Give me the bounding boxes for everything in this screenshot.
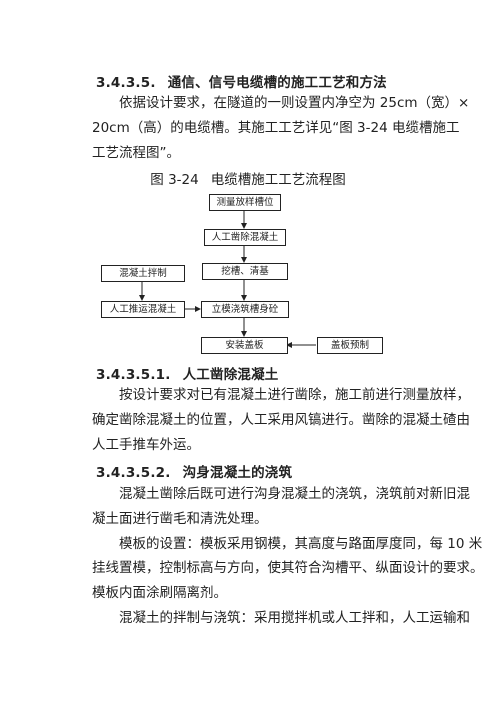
flow-step-mix: 混凝土拌制 <box>101 265 185 282</box>
intro-paragraph: 依据设计要求，在隧道的一则设置内净空为 25cm（宽）× 20cm（高）的电缆槽… <box>92 91 470 165</box>
section-heading: 3.4.3.5. 通信、信号电缆槽的施工工艺和方法 <box>96 71 387 91</box>
flow-step-chisel: 人工凿除混凝土 <box>204 229 286 246</box>
text-line: 挂线置模，控制标高与方向，使其符合沟槽平、纵面设计的要求。 <box>92 560 484 577</box>
text-line: 依据设计要求，在隧道的一则设置内净空为 25cm（宽）× <box>119 95 470 111</box>
figure-title: 电缆槽施工工艺流程图 <box>210 172 346 188</box>
section-number: 3.4.3.5. <box>96 75 156 91</box>
text-line: 模板的设置：模板采用钢模，其高度与路面厚度同，每 10 米 <box>119 535 483 552</box>
sub1-paragraph: 按设计要求对已有混凝土进行凿除，施工前进行测量放样， 确定凿除混凝土的位置，人工… <box>92 383 470 457</box>
text-line: 混凝土的拌制与浇筑：采用搅拌机或人工拌和，人工运输和 <box>119 609 470 626</box>
flow-step-formwork: 立模浇筑槽身砼 <box>201 301 289 318</box>
sub2-heading: 3.4.3.5.2. 沟身混凝土的浇筑 <box>96 461 292 481</box>
sub2-title: 沟身混凝土的浇筑 <box>182 465 293 481</box>
text-line: 工艺流程图”。 <box>92 144 180 161</box>
flow-step-install: 安装盖板 <box>201 337 288 354</box>
text-line: 凝土面进行凿毛和清洗处理。 <box>92 510 268 527</box>
flow-step-excavate: 挖槽、清基 <box>202 263 288 280</box>
flow-step-precast: 盖板预制 <box>317 337 383 354</box>
text-line: 模板内面涂刷隔离剂。 <box>92 585 227 602</box>
text-line: 确定凿除混凝土的位置，人工采用风镐进行。凿除的混凝土碴由 <box>92 411 470 428</box>
text-line: 混凝土凿除后既可进行沟身混凝土的浇筑，浇筑前对新旧混 <box>119 486 470 502</box>
sub1-heading: 3.4.3.5.1. 人工凿除混凝土 <box>96 363 279 383</box>
flow-step-survey: 测量放样槽位 <box>209 194 281 211</box>
section-title: 通信、信号电缆槽的施工工艺和方法 <box>167 75 387 91</box>
sub2-paragraph: 混凝土凿除后既可进行沟身混凝土的浇筑，浇筑前对新旧混 凝土面进行凿毛和清洗处理。… <box>92 482 484 631</box>
sub2-number: 3.4.3.5.2. <box>96 465 171 481</box>
flow-step-transport: 人工推运混凝土 <box>101 301 185 318</box>
figure-caption: 图 3-24 电缆槽施工工艺流程图 <box>0 168 496 188</box>
figure-number: 图 3-24 <box>150 172 199 188</box>
text-line: 按设计要求对已有混凝土进行凿除，施工前进行测量放样， <box>119 387 470 403</box>
sub1-number: 3.4.3.5.1. <box>96 367 171 383</box>
text-line: 人工手推车外运。 <box>92 436 200 453</box>
sub1-title: 人工凿除混凝土 <box>182 367 279 383</box>
text-line: 20cm（高）的电缆槽。其施工工艺详见“图 3-24 电缆槽施工 <box>92 119 460 136</box>
